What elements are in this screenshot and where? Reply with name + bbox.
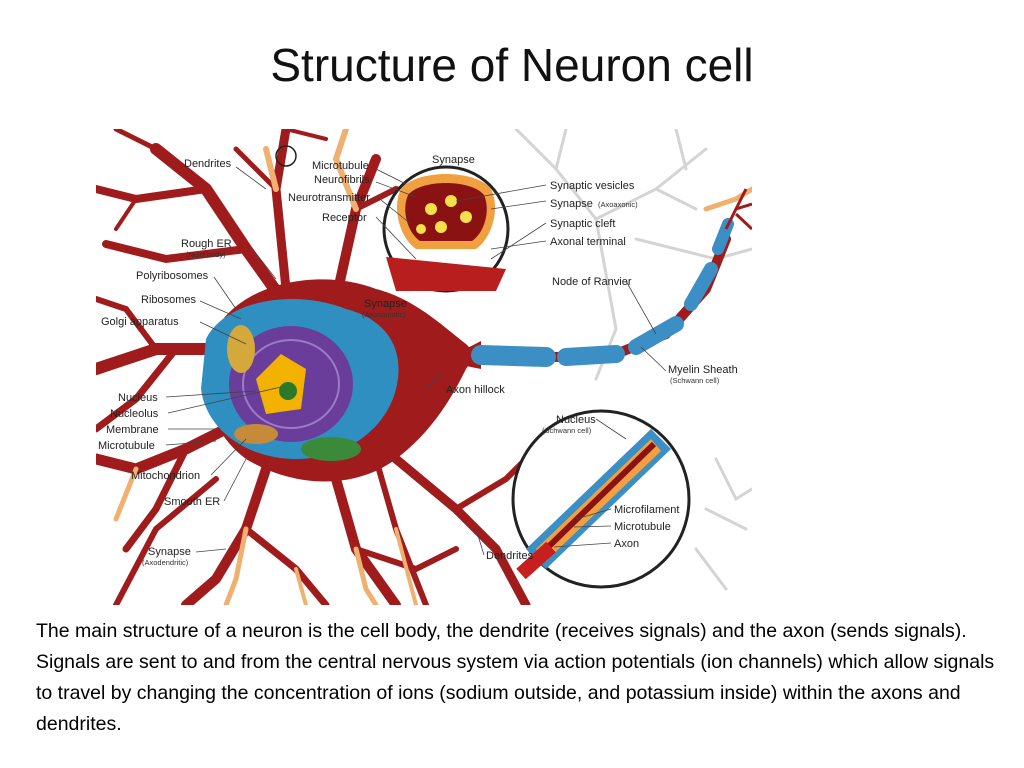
label-neurofibrils: Neurofibrils [314,174,370,186]
label-synapse-axosomatic: Synapse [364,298,407,310]
label-synapse-inset: Synapse [432,154,475,166]
label-axosomatic: (Axosomatic) [362,310,406,319]
neuron-diagram: Dendrites Rough ER (Nissl body) Polyribo… [96,129,752,605]
label-smooth-er: Smooth ER [164,496,220,508]
label-golgi: Golgi apparatus [101,316,179,328]
neuron-illustration: Dendrites Rough ER (Nissl body) Polyribo… [96,129,752,605]
axon-myelin [471,218,734,367]
label-rough-er: Rough ER [181,238,232,250]
synapse-inset [382,165,510,293]
label-dendrites-top: Dendrites [184,158,232,170]
label-receptor: Receptor [322,212,367,224]
label-myelin-sheath: Myelin Sheath [668,364,738,376]
label-polyribosomes: Polyribosomes [136,270,209,282]
label-nucleolus: Nucleolus [110,408,159,420]
mitochondrion-shape [234,424,278,444]
label-ribosomes: Ribosomes [141,294,197,306]
label-microtubule-top: Microtubule [312,160,369,172]
label-neurotransmitter: Neurotransmitter [288,192,370,204]
label-axoaxonic: (Axoaxonic) [598,200,638,209]
label-axon: Axon [614,538,639,550]
slide-title: Structure of Neuron cell [270,39,754,91]
label-node-of-ranvier: Node of Ranvier [552,276,632,288]
label-dendrites-bottom: Dendrites [486,550,534,562]
label-synaptic-vesicles: Synaptic vesicles [550,180,635,192]
label-membrane: Membrane [106,424,159,436]
label-microfilament: Microfilament [614,504,679,516]
label-mitochondrion: Mitochondrion [131,470,200,482]
label-nucleus-schwann: Nucleus [556,414,596,426]
orange-dendrite-branches [113,129,752,605]
label-nissl-body: (Nissl body) [186,250,226,259]
dendrites [96,129,539,605]
label-schwann-cell-2: (Schwann cell) [542,426,592,435]
label-synaptic-cleft: Synaptic cleft [550,218,615,230]
leader-lines [165,166,667,556]
slide-caption: The main structure of a neuron is the ce… [36,620,995,735]
label-axonal-terminal: Axonal terminal [550,236,626,248]
label-nucleus: Nucleus [118,392,158,404]
label-axon-hillock: Axon hillock [446,384,505,396]
axon-inset [511,409,691,589]
label-synapse-axodendritic: Synapse [148,546,191,558]
nucleolus-shape [256,354,306,414]
label-synapse-axoaxonic: Synapse [550,198,593,210]
label-microtubule-inset: Microtubule [614,521,671,533]
label-axodendritic: (Axodendritic) [142,558,189,567]
axon-terminal [724,188,752,231]
label-microtubule-left: Microtubule [98,440,155,452]
label-schwann-cell: (Schwann cell) [670,376,720,385]
